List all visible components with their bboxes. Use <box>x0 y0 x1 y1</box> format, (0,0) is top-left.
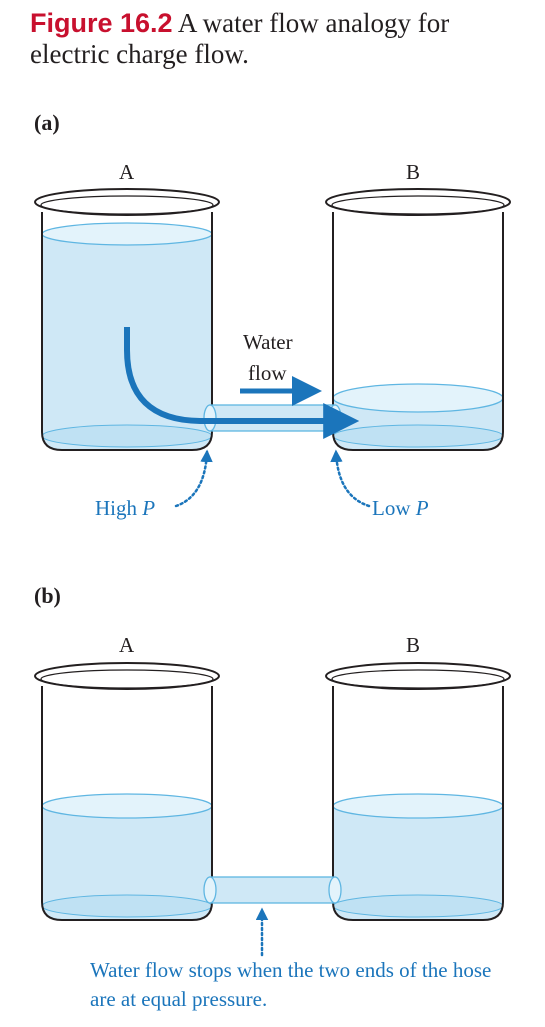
high-pressure-label: High P <box>95 496 155 521</box>
high-pressure-text: High <box>95 496 143 520</box>
equal-pressure-caption: Water flow stops when the two ends of th… <box>90 958 492 1011</box>
beaker-b <box>325 188 511 451</box>
beaker-a <box>34 188 220 451</box>
figure-caption: A water flow analogy for electric charge… <box>30 8 450 69</box>
panel-b-label: (b) <box>34 583 61 608</box>
panel-a-label: (a) <box>34 110 60 135</box>
hose-a <box>203 404 342 432</box>
low-pressure-pointer <box>330 449 371 508</box>
high-pressure-pointer <box>174 449 213 508</box>
beaker-a-label: A <box>119 160 135 184</box>
low-pressure-var: P <box>415 496 429 520</box>
high-pressure-var: P <box>142 496 156 520</box>
beaker-a-b <box>34 662 220 921</box>
beaker-b-label-b: B <box>406 633 421 657</box>
low-pressure-label: Low P <box>372 496 429 521</box>
figure-number: Figure 16.2 <box>30 8 173 38</box>
beaker-b-label: B <box>406 160 421 184</box>
low-pressure-text: Low <box>372 496 416 520</box>
water-flow-label-line2: flow <box>248 361 287 385</box>
water-flow-label-line1: Water <box>243 330 293 354</box>
beaker-a-label-b: A <box>119 633 135 657</box>
figure-title: Figure 16.2 A water flow analogy for ele… <box>30 8 530 70</box>
beaker-b-b <box>325 662 511 921</box>
hose-b <box>203 876 342 904</box>
flow-arrow-curved <box>124 327 360 439</box>
